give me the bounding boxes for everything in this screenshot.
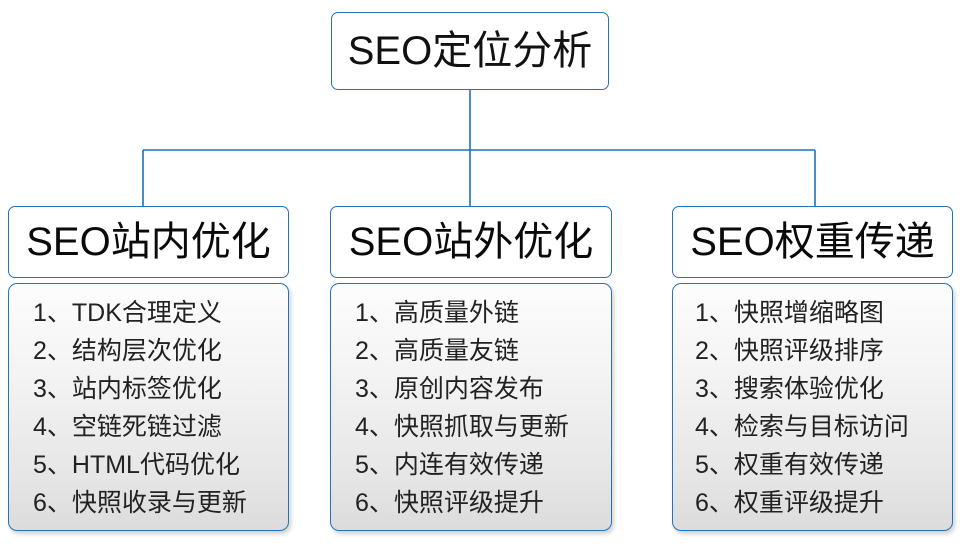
branch-column-seo-onsite: SEO站内优化 1、TDK合理定义 2、结构层次优化 3、站内标签优化 4、空链… [8,206,289,531]
list-item: 6、快照评级提升 [355,489,544,517]
list-item: 2、结构层次优化 [33,337,222,365]
branch-item-panel-seo-onsite: 1、TDK合理定义 2、结构层次优化 3、站内标签优化 4、空链死链过滤 5、H… [8,283,289,531]
list-item: 5、HTML代码优化 [33,451,240,479]
branch-header-seo-onsite: SEO站内优化 [8,206,289,278]
list-item: 4、快照抓取与更新 [355,413,569,441]
list-item: 6、快照收录与更新 [33,489,247,517]
list-item: 2、快照评级排序 [695,337,884,365]
root-node-seo-positioning-analysis: SEO定位分析 [331,12,609,90]
list-item: 4、空链死链过滤 [33,413,222,441]
list-item: 1、高质量外链 [355,299,519,327]
branch-column-seo-weight-transfer: SEO权重传递 1、快照增缩略图 2、快照评级排序 3、搜索体验优化 4、检索与… [672,206,953,531]
list-item: 2、高质量友链 [355,337,519,365]
list-item: 3、站内标签优化 [33,375,222,403]
branch-item-panel-seo-weight-transfer: 1、快照增缩略图 2、快照评级排序 3、搜索体验优化 4、检索与目标访问 5、权… [672,283,953,531]
branch-header-seo-weight-transfer: SEO权重传递 [672,206,953,278]
branch-column-seo-offsite: SEO站外优化 1、高质量外链 2、高质量友链 3、原创内容发布 4、快照抓取与… [330,206,612,531]
list-item: 3、搜索体验优化 [695,375,884,403]
branch-header-seo-offsite: SEO站外优化 [330,206,612,278]
list-item: 5、内连有效传递 [355,451,544,479]
root-node-label: SEO定位分析 [347,29,593,73]
branch-item-panel-seo-offsite: 1、高质量外链 2、高质量友链 3、原创内容发布 4、快照抓取与更新 5、内连有… [330,283,612,531]
branch-header-label: SEO站内优化 [26,220,271,264]
list-item: 3、原创内容发布 [355,375,544,403]
list-item: 1、快照增缩略图 [695,299,884,327]
list-item: 5、权重有效传递 [695,451,884,479]
branch-header-label: SEO权重传递 [690,220,935,264]
branch-header-label: SEO站外优化 [348,220,594,264]
list-item: 6、权重评级提升 [695,489,884,517]
list-item: 4、检索与目标访问 [695,413,909,441]
list-item: 1、TDK合理定义 [33,299,222,327]
